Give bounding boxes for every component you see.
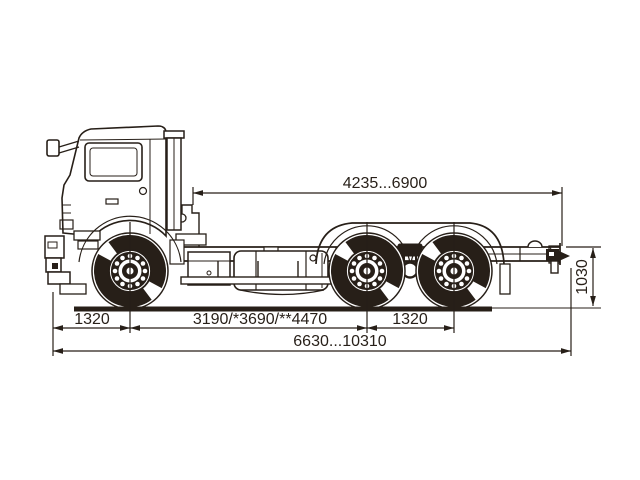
dim-label-rear-frame-length: 4235...6900 (343, 175, 428, 192)
dimension-annotations (52, 187, 601, 356)
dim-label-frame-height: 1030 (574, 259, 591, 295)
ground-line (74, 306, 601, 312)
cab-window (84, 142, 143, 182)
dim-label-overall-length: 6630...10310 (293, 333, 387, 350)
dim-label-rear-axle-spread: 1320 (392, 311, 428, 328)
front-bumper-drawing (44, 235, 87, 295)
door-handle (105, 198, 119, 205)
front-fender-drawing (78, 215, 182, 263)
dim-label-front-overhang: 1320 (74, 311, 110, 328)
air-intake-stack-drawing (163, 130, 185, 231)
rear-tow-hook-drawing (527, 240, 570, 274)
fuel-tank-drawing (233, 246, 329, 296)
dimension-arrowheads (53, 190, 596, 354)
mirror-drawing (46, 139, 80, 157)
dim-label-wheelbase: 3190/*3690/**4470 (193, 311, 327, 328)
cab-drawing (46, 125, 167, 250)
